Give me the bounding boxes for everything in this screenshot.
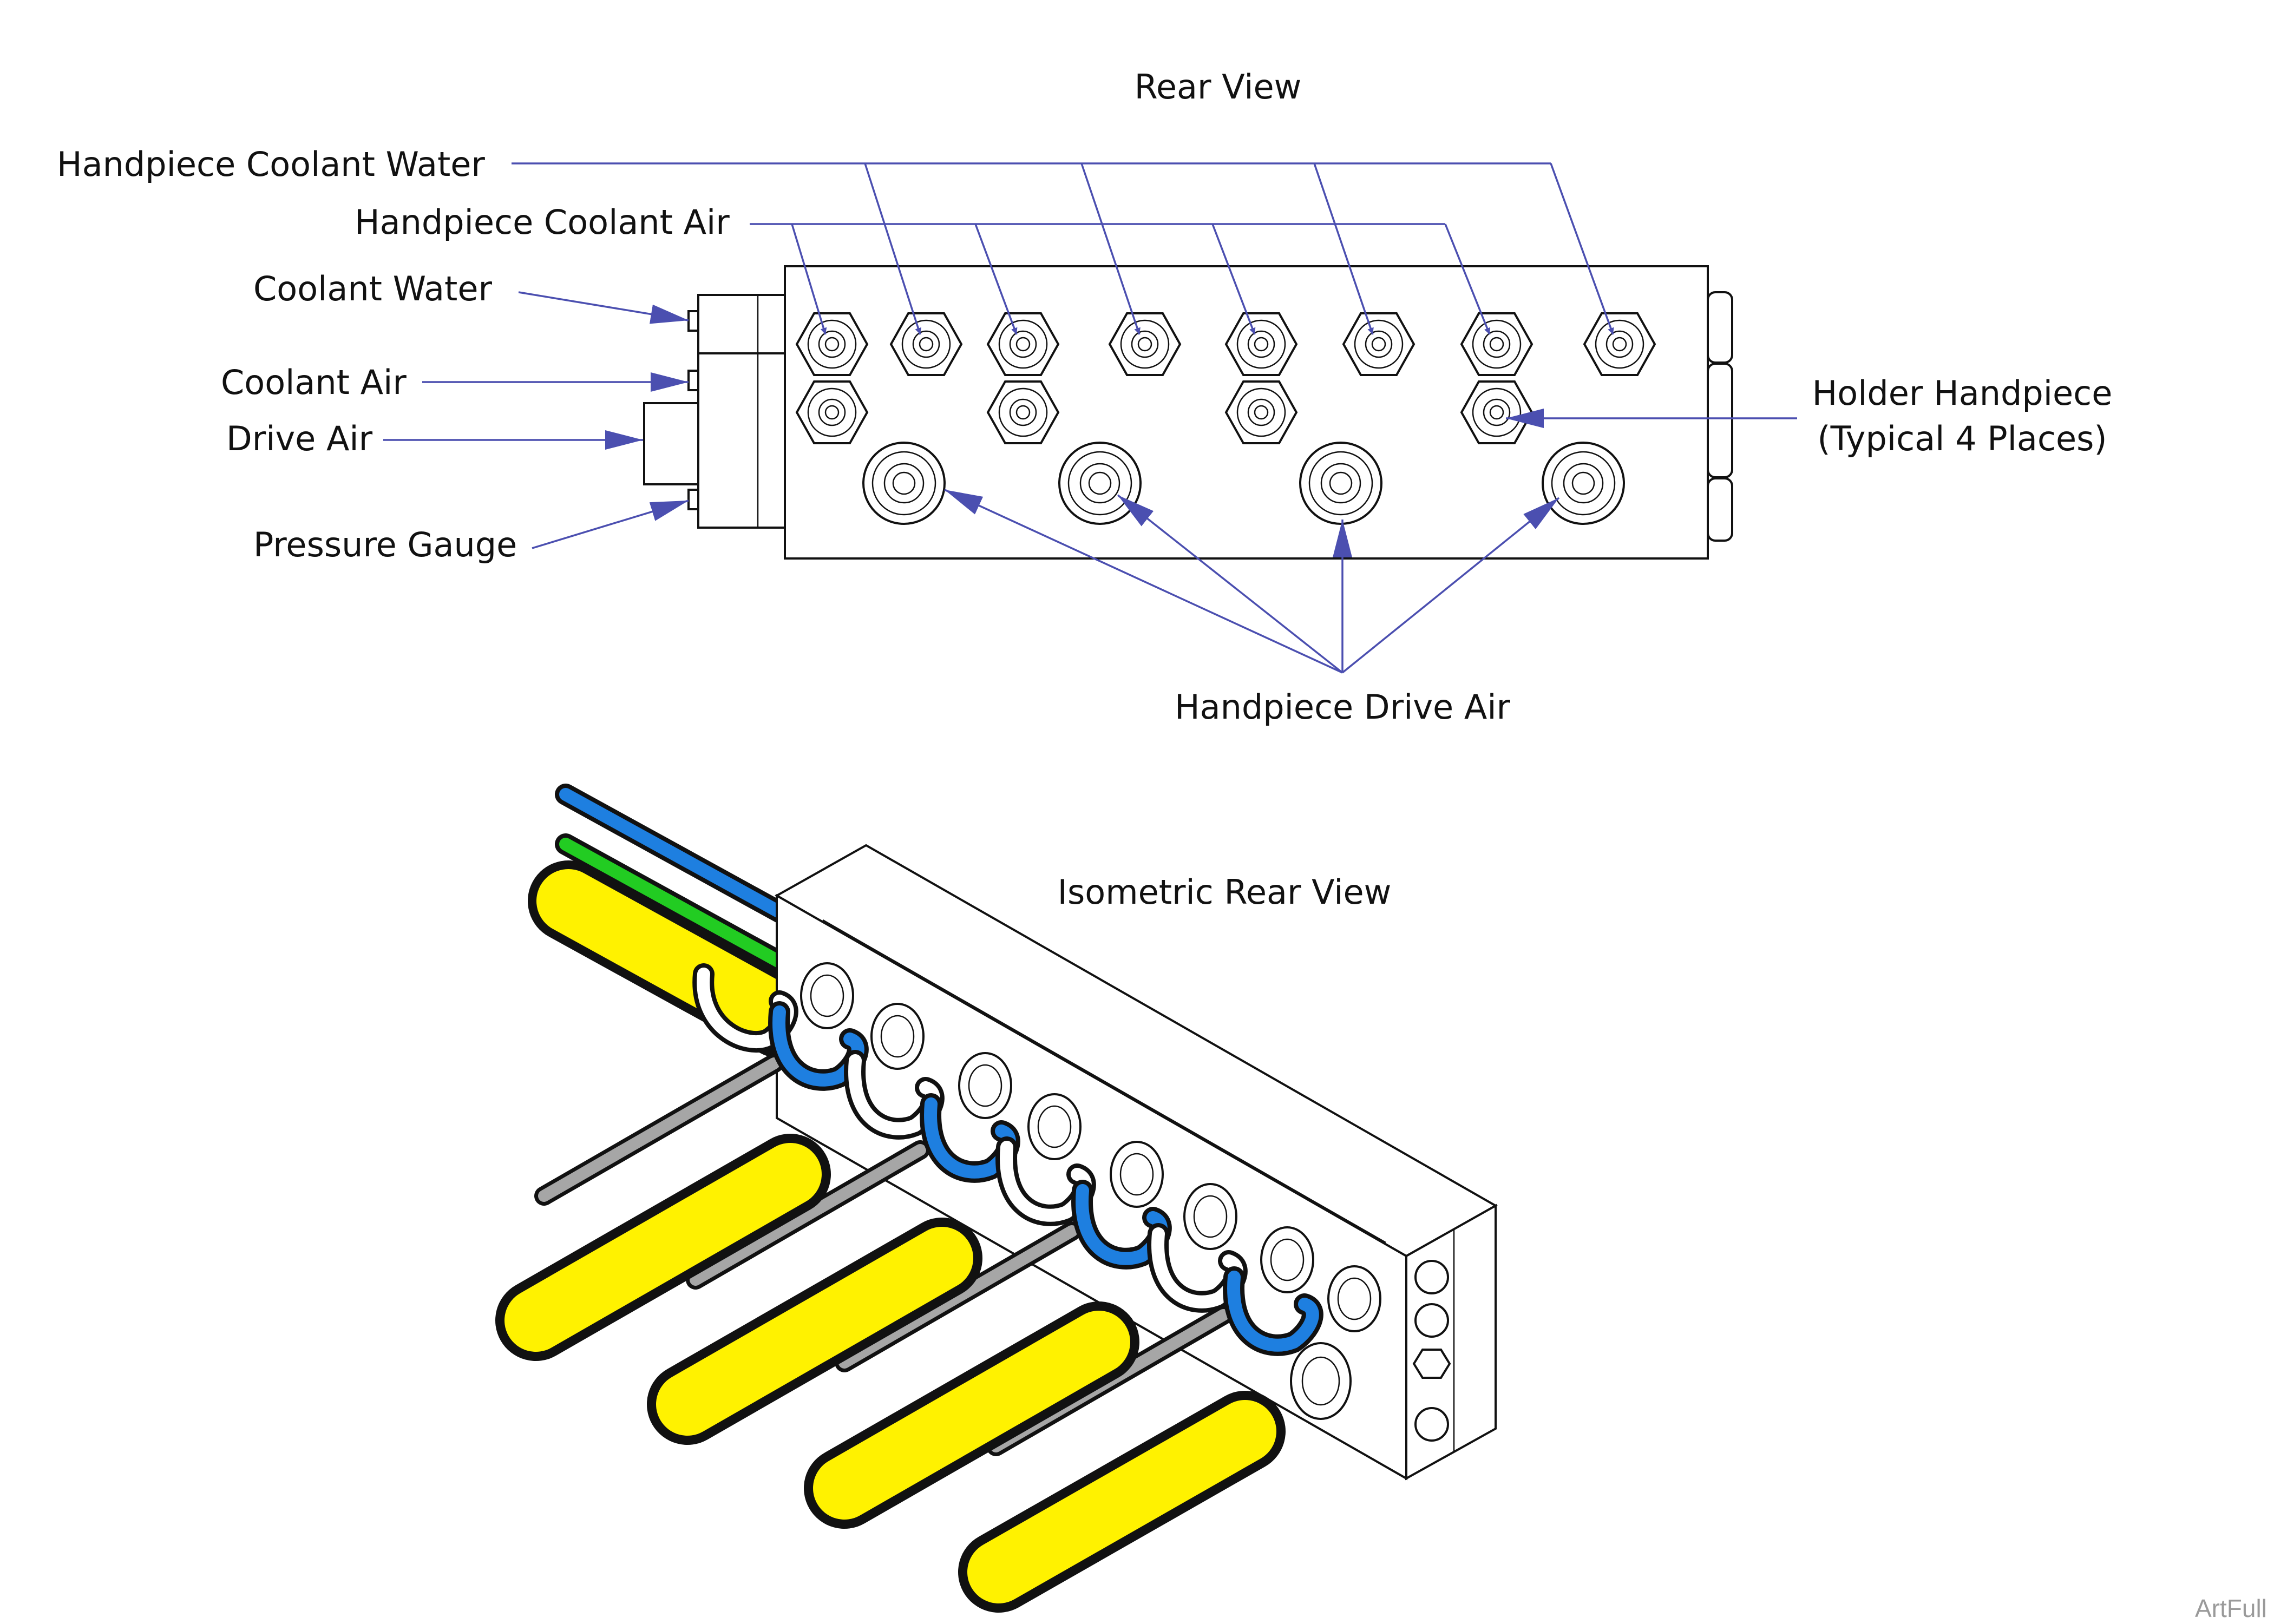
hex-fitting <box>1224 380 1298 444</box>
label-holder-handpiece: Holder Handpiece <box>1812 373 2113 413</box>
leader-lines-handpiece-coolant-water <box>512 162 1614 335</box>
coolant-line-coils <box>692 963 1323 1356</box>
label-coolant-air: Coolant Air <box>221 363 407 402</box>
holder-handpiece-fittings <box>795 380 1534 444</box>
iso-fitting <box>870 1003 925 1070</box>
label-holder-handpiece-note: (Typical 4 Places) <box>1817 419 2107 458</box>
label-handpiece-coolant-air: Handpiece Coolant Air <box>355 202 730 242</box>
hex-fitting <box>1342 312 1415 376</box>
rear-hose-bundle <box>528 784 820 1058</box>
watermark: ArtFull <box>2195 1594 2267 1622</box>
drive-air-port <box>1058 442 1142 525</box>
hex-fitting <box>986 312 1060 376</box>
drive-air-ports <box>862 442 1625 525</box>
iso-fitting <box>1290 1342 1352 1420</box>
hex-fitting <box>795 312 869 376</box>
label-coolant-water: Coolant Water <box>253 269 492 308</box>
isometric-fittings <box>800 962 1381 1420</box>
label-handpiece-drive-air: Handpiece Drive Air <box>1175 687 1511 727</box>
label-drive-air: Drive Air <box>226 419 373 458</box>
label-pressure-gauge: Pressure Gauge <box>253 525 517 564</box>
drive-air-port <box>1542 442 1625 525</box>
iso-fitting <box>1260 1226 1314 1293</box>
label-handpiece-coolant-water: Handpiece Coolant Water <box>57 144 485 184</box>
iso-fitting <box>1183 1183 1237 1250</box>
drive-air-port <box>1299 442 1382 525</box>
drive-air-port <box>862 442 946 525</box>
coolant-fittings-top-row <box>795 312 1656 376</box>
iso-fitting <box>958 1052 1012 1119</box>
hex-fitting <box>986 380 1060 444</box>
leader-pressure-gauge <box>532 499 689 549</box>
drive-air-hoses <box>495 1134 1286 1613</box>
leader-coolant-water <box>518 291 689 324</box>
hex-fitting <box>1108 312 1182 376</box>
iso-fitting <box>1110 1141 1164 1208</box>
hex-fitting <box>1583 312 1656 376</box>
hex-fitting <box>1224 312 1298 376</box>
iso-fitting <box>800 962 854 1029</box>
leader-lines-handpiece-drive-air <box>944 489 1560 674</box>
hex-fitting <box>1460 312 1534 376</box>
hex-fitting <box>795 380 869 444</box>
hex-fitting <box>889 312 963 376</box>
rear-view-title: Rear View <box>1135 67 1302 107</box>
isometric-view-title: Isometric Rear View <box>1058 872 1392 912</box>
leader-lines-handpiece-coolant-air <box>750 223 1491 335</box>
iso-fitting <box>1027 1093 1082 1160</box>
iso-fitting <box>1327 1265 1381 1332</box>
